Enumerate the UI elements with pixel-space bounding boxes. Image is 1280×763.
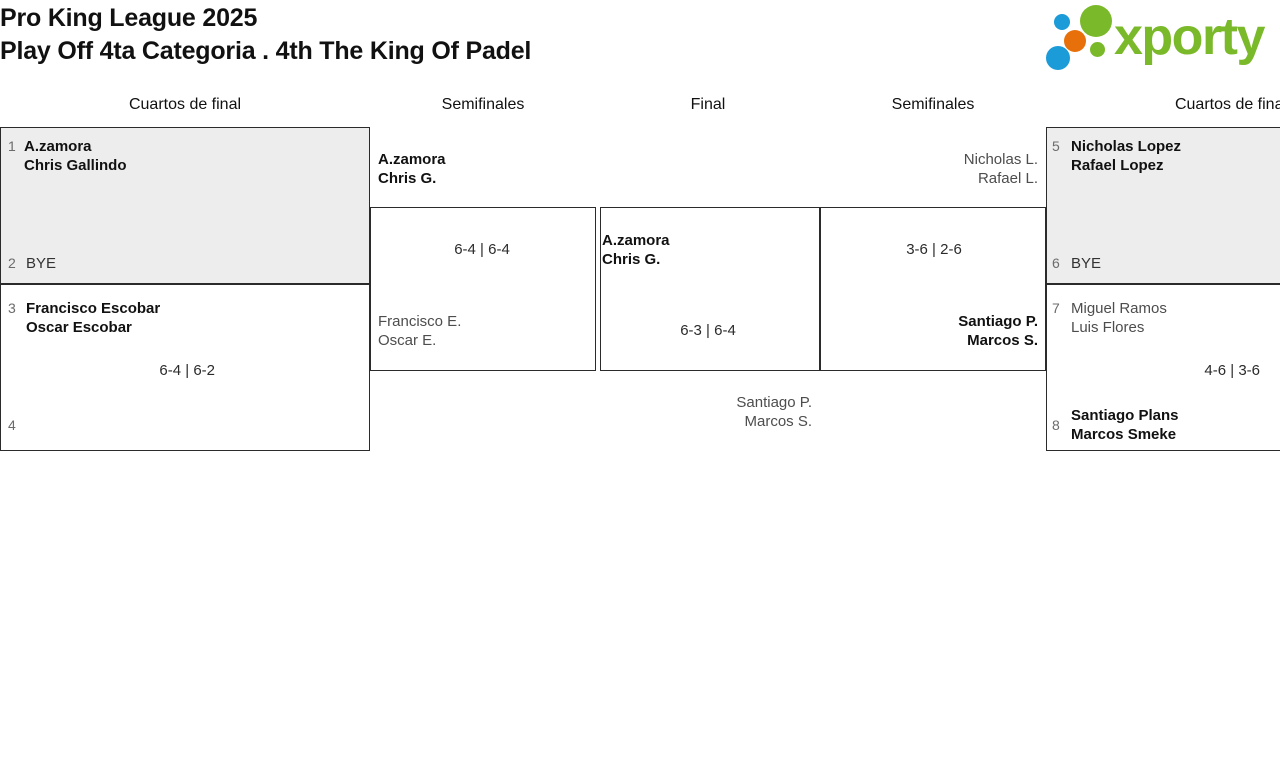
round-header-quarterfinals-left: Cuartos de final [128,96,242,113]
team-entry-qf1-bottom: BYE [26,254,56,273]
logo-wordmark: xporty [1114,8,1265,66]
team-entry-qf4-top[interactable]: Miguel Ramos Luis Flores [1071,299,1167,337]
tournament-name: Pro King League 2025 [0,4,258,32]
player-name: Marcos S. [744,413,812,430]
player-name: Chris G. [378,170,437,187]
round-header-semifinals-right: Semifinales [891,96,975,113]
bye-label: BYE [1071,255,1102,272]
match-box-sf-left[interactable] [370,207,596,371]
match-score-qf4: 4-6 | 3-6 [1204,362,1260,379]
logo-dot-green-large [1080,5,1112,37]
player-name: Luis Flores [1071,319,1145,336]
tournament-title: Pro King League 2025 Play Off 4ta Catego… [0,2,531,68]
seed-number-3: 3 [8,300,16,316]
round-header-final: Final [690,96,726,113]
bye-label: BYE [26,255,57,272]
player-name: A.zamora [378,151,446,168]
match-box-final[interactable] [600,207,820,371]
match-score-qf2: 6-4 | 6-2 [159,362,215,379]
player-name: Francisco Escobar [26,300,161,317]
team-entry-final-loser[interactable]: Santiago P. Marcos S. [620,393,812,431]
team-entry-sf-right-winner[interactable]: Santiago P. Marcos S. [838,312,1038,350]
seed-number-8: 8 [1052,417,1060,433]
round-header-semifinals-left: Semifinales [441,96,525,113]
logo-dot-blue-large [1046,46,1070,70]
seed-number-5: 5 [1052,138,1060,154]
player-name: Santiago P. [958,313,1038,330]
player-name: Santiago P. [736,394,812,411]
match-box-qf2[interactable] [0,284,370,451]
player-name: Rafael Lopez [1071,157,1164,174]
seed-number-4: 4 [8,417,16,433]
match-box-qf4[interactable] [1046,284,1280,451]
player-name: A.zamora [602,232,670,249]
player-name: Miguel Ramos [1071,300,1167,317]
team-entry-qf2-top[interactable]: Francisco Escobar Oscar Escobar [26,299,160,337]
player-name: Chris G. [602,251,661,268]
match-box-qf3[interactable] [1046,127,1280,284]
player-name: A.zamora [24,138,92,155]
xporty-logo[interactable]: xporty [1044,4,1276,70]
page-header: Pro King League 2025 Play Off 4ta Catego… [0,0,1280,90]
player-name: Marcos Smeke [1071,426,1177,443]
team-entry-sf-left-loser[interactable]: Francisco E. Oscar E. [378,312,461,350]
player-name: Rafael L. [977,170,1038,187]
player-name: Santiago Plans [1071,407,1179,424]
seed-number-6: 6 [1052,255,1060,271]
player-name: Marcos S. [967,332,1038,349]
team-entry-qf4-bottom[interactable]: Santiago Plans Marcos Smeke [1071,406,1179,444]
player-name: Francisco E. [378,313,462,330]
match-score-sf-right: 3-6 | 2-6 [906,241,962,258]
team-entry-qf3-top[interactable]: Nicholas Lopez Rafael Lopez [1071,137,1181,175]
match-score-final: 6-3 | 6-4 [680,322,736,339]
team-entry-qf1-top[interactable]: A.zamora Chris Gallindo [24,137,127,175]
team-entry-sf-left-winner[interactable]: A.zamora Chris G. [378,150,446,188]
logo-dot-blue-small [1054,14,1070,30]
tournament-subtitle: Play Off 4ta Categoria . 4th The King Of… [0,37,532,65]
seed-number-2: 2 [8,255,16,271]
match-box-sf-right[interactable] [820,207,1046,371]
player-name: Oscar E. [378,332,437,349]
logo-dot-green-small [1090,42,1105,57]
seed-number-7: 7 [1052,300,1060,316]
match-box-qf1[interactable] [0,127,370,284]
team-entry-sf-right-loser[interactable]: Nicholas L. Rafael L. [838,150,1038,188]
player-name: Nicholas L. [963,151,1038,168]
seed-number-1: 1 [8,138,16,154]
team-entry-qf3-bottom: BYE [1071,254,1101,273]
player-name: Chris Gallindo [24,157,127,174]
team-entry-final-winner[interactable]: A.zamora Chris G. [602,231,670,269]
player-name: Oscar Escobar [26,319,132,336]
player-name: Nicholas Lopez [1071,138,1182,155]
logo-dot-orange [1064,30,1086,52]
round-header-quarterfinals-right: Cuartos de final [1174,96,1280,113]
match-score-sf-left: 6-4 | 6-4 [454,241,510,258]
